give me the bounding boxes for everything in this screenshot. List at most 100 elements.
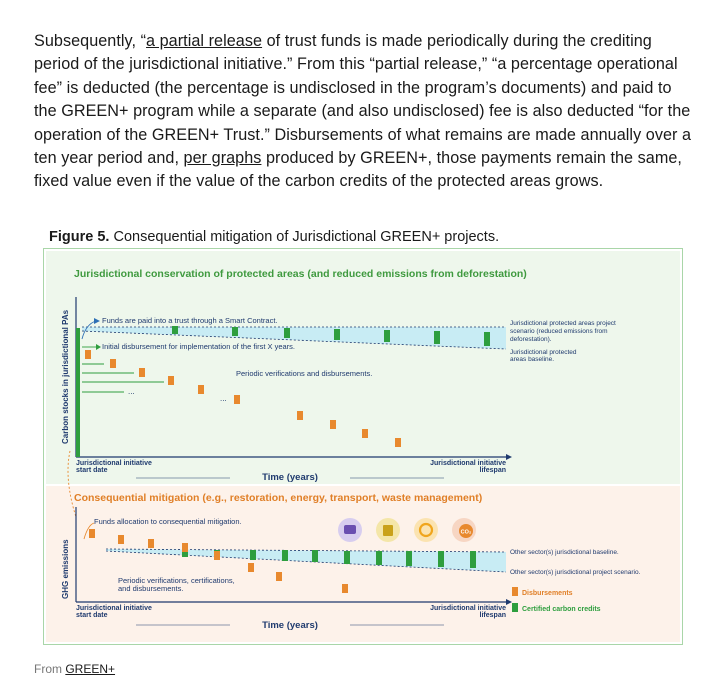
energy-icon (414, 518, 438, 542)
emissions-icon-shape (459, 524, 473, 538)
credit-mark (250, 550, 256, 560)
bottom-baseline-label: Other sector(s) jurisdictional baseline. (510, 549, 619, 556)
partial-release-link[interactable]: a partial release (146, 32, 263, 50)
disbursement-mark (276, 572, 282, 581)
top-baseline-label-2: areas baseline. (510, 356, 554, 363)
credit-mark (334, 329, 340, 340)
legend-credit-swatch (512, 603, 518, 612)
co2-text: CO₂ (461, 530, 472, 536)
credit-mark (172, 326, 178, 334)
top-disbursements (85, 350, 401, 447)
source-link[interactable]: GREEN+ (65, 662, 116, 676)
disbursement-mark (85, 350, 91, 359)
top-ann-periodic: Periodic verifications and disbursements… (236, 369, 372, 378)
bottom-x-end-2: lifespan (480, 612, 506, 619)
bottom-x-start-1: Jurisdictional initiative (76, 605, 152, 612)
bottom-x-end-1: Jurisdictional initiative (430, 605, 506, 612)
top-y-label: Carbon stocks in jurisdictional PAs (61, 309, 70, 444)
para-text-3: produced by GREEN+, those payments remai… (34, 149, 682, 191)
credit-mark (484, 332, 490, 346)
credit-mark (470, 551, 476, 568)
top-mitigation-band (82, 327, 506, 349)
trust-arrowhead (94, 318, 100, 324)
article-paragraph: Subsequently, “a partial release of trus… (34, 30, 694, 194)
bottom-x-axis-label: Time (years) (262, 620, 318, 631)
top-dots-b: ... (220, 394, 227, 403)
disbursement-mark (198, 385, 204, 394)
alloc-arrow (83, 522, 95, 540)
initial-arrowhead (96, 344, 101, 350)
para-text-1: Subsequently, “ (34, 32, 147, 50)
top-dots-a: ... (128, 387, 135, 396)
energy-icon-shape (418, 522, 434, 538)
legend-disbursement-label: Disbursements (522, 590, 573, 597)
top-scenario-label-1: Jurisdictional protected areas project (510, 320, 616, 327)
figure-caption-text: Consequential mitigation of Jurisdiction… (109, 229, 500, 245)
sector-icons: CO₂ (338, 518, 476, 542)
top-credit-marks (172, 326, 490, 346)
disbursement-mark (234, 395, 240, 404)
credit-mark (434, 331, 440, 344)
top-title: Jurisdictional conservation of protected… (74, 268, 527, 280)
source-credit: From GREEN+ (34, 662, 115, 676)
bottom-ann-alloc: Funds allocation to consequential mitiga… (94, 517, 242, 526)
credit-mark (384, 330, 390, 342)
source-prefix: From (34, 662, 66, 676)
disbursement-mark (118, 535, 124, 544)
disbursement-mark (395, 438, 401, 447)
credit-mark (284, 328, 290, 338)
credit-mark (232, 327, 238, 336)
top-x-start-1: Jurisdictional initiative (76, 460, 152, 467)
bottom-disbursements (89, 529, 348, 593)
disbursement-mark (362, 429, 368, 438)
credit-mark (312, 550, 318, 562)
credit-mark (344, 551, 350, 564)
disbursement-arrows (82, 363, 164, 393)
legend-credit-label: Certified carbon credits (522, 606, 601, 613)
carbon-stock-bar (76, 328, 80, 457)
disbursement-mark (89, 529, 95, 538)
credit-mark (438, 551, 444, 567)
top-scenario-label-3: deforestation). (510, 336, 552, 343)
disbursement-mark (148, 539, 154, 548)
disbursement-mark (182, 543, 188, 552)
top-baseline-label-1: Jurisdictional protected (510, 349, 577, 356)
bottom-y-label: GHG emissions (61, 539, 70, 599)
disbursement-mark (168, 376, 174, 385)
top-scenario-label-2: scenario (reduced emissions from (510, 328, 608, 335)
disbursement-mark (330, 420, 336, 429)
top-x-arrow (506, 454, 512, 460)
para-text-2: of trust funds is made periodically duri… (34, 32, 692, 168)
top-ann-initial: Initial disbursement for implementation … (102, 342, 295, 351)
waste-icon-shape (383, 525, 393, 536)
connector-arrow (67, 450, 77, 518)
figure-caption: Figure 5. Consequential mitigation of Ju… (49, 229, 499, 245)
credit-mark (182, 549, 188, 557)
transport-icon-shape (344, 525, 356, 534)
figure-image: Jurisdictional conservation of protected… (43, 248, 683, 645)
top-ann-trust: Funds are paid into a trust through a Sm… (102, 316, 278, 325)
disbursement-mark (139, 368, 145, 377)
credit-mark (406, 551, 412, 566)
bottom-scenario-label: Other sector(s) jurisdictional project s… (510, 569, 641, 576)
top-x-end-1: Jurisdictional initiative (430, 460, 506, 467)
disbursement-mark (248, 563, 254, 572)
figure-caption-label: Figure 5. (49, 229, 110, 245)
per-graphs-link[interactable]: per graphs (183, 149, 262, 168)
bottom-ann-periodic-2: and disbursements. (118, 584, 183, 593)
disbursement-mark (110, 359, 116, 368)
top-baseline-line (81, 330, 507, 350)
bottom-ann-periodic-1: Periodic verifications, certifications, (118, 576, 235, 585)
top-x-axis-label: Time (years) (262, 472, 318, 483)
legend-disbursement-swatch (512, 587, 518, 596)
bottom-x-arrow (506, 599, 512, 605)
bottom-scenario-line (105, 550, 507, 573)
bottom-title: Consequential mitigation (e.g., restorat… (74, 492, 482, 504)
top-x-end-2: lifespan (480, 467, 506, 474)
disbursement-mark (342, 584, 348, 593)
bottom-x-start-2: start date (76, 612, 108, 619)
credit-mark (282, 550, 288, 561)
top-x-start-2: start date (76, 467, 108, 474)
figure-diagram: Jurisdictional conservation of protected… (61, 268, 641, 631)
top-panel-background (46, 251, 680, 484)
